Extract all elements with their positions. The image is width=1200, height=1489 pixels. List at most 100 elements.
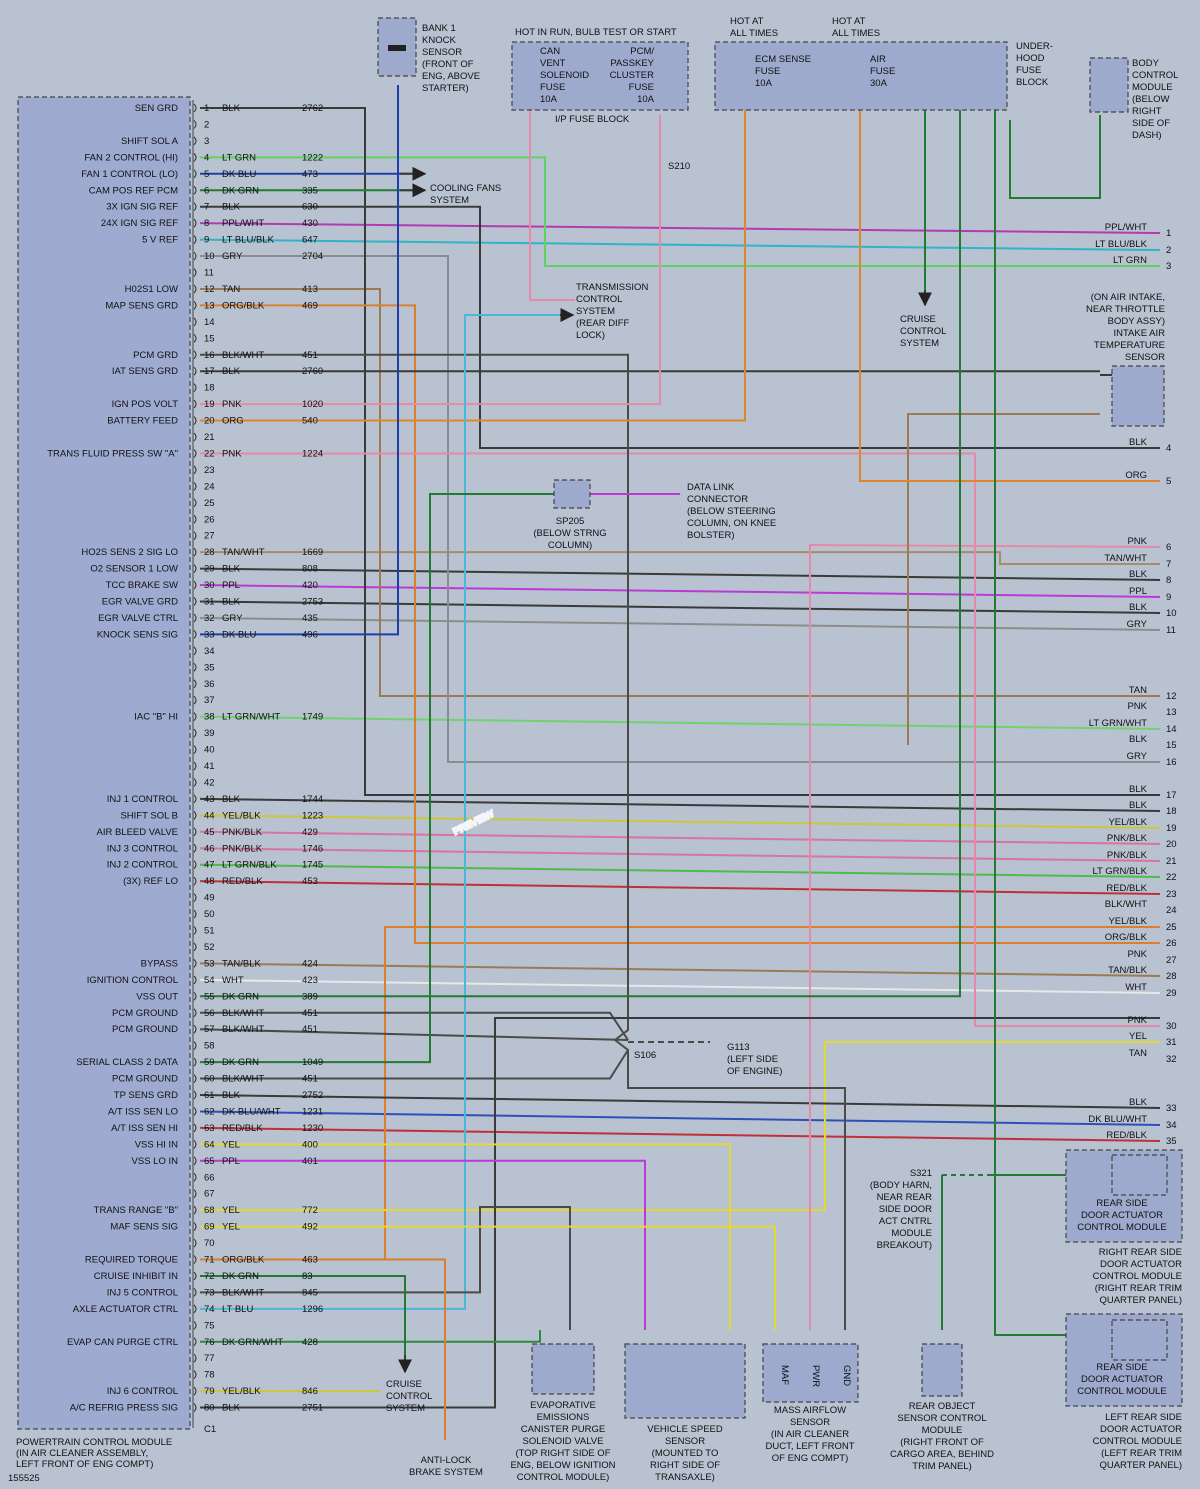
- pcm-pin-label: 24X IGN SIG REF: [101, 218, 178, 229]
- circuit-number: 430: [302, 218, 318, 229]
- evap-label: SOLENOID VALVE: [523, 1436, 604, 1447]
- circuit-number: 1049: [302, 1057, 323, 1068]
- wire-pin-38: [199, 715, 1161, 730]
- pin-bracket: [193, 1205, 197, 1215]
- pcm-pin-number: 48: [204, 876, 215, 887]
- bcm-label: RIGHT: [1132, 106, 1162, 117]
- pcm-block: [17, 96, 191, 1430]
- wire-color-label: ORG/BLK: [222, 1255, 265, 1266]
- rosm-label: TRIM PANEL): [912, 1461, 971, 1472]
- pcm-pin-number: 2: [204, 119, 209, 130]
- pin-bracket: [193, 136, 197, 146]
- wire-pin-61: [199, 1094, 1161, 1109]
- iat-label: SENSOR: [1125, 352, 1165, 363]
- circuit-number: 463: [302, 1255, 318, 1266]
- pcm-pin-label: EGR VALVE CTRL: [98, 613, 178, 624]
- pcm-pin-number: 28: [204, 547, 215, 558]
- vss-label: (MOUNTED TO: [652, 1448, 719, 1459]
- pcm-pin-label: IGN POS VOLT: [112, 399, 179, 410]
- pcm-pin-label: PCM GROUND: [112, 1074, 178, 1085]
- pcm-fuse: 10A: [637, 94, 655, 105]
- wire-color-label: BLK: [222, 366, 241, 377]
- circuit-number: 846: [302, 1386, 318, 1397]
- pin-bracket: [193, 120, 197, 129]
- document-id: 155525: [8, 1473, 40, 1484]
- wire-color-label: LT GRN/WHT: [222, 712, 280, 723]
- pcm-pin-number: 11: [204, 268, 214, 279]
- circuit-number: 401: [302, 1156, 318, 1167]
- rr-door-label: RIGHT REAR SIDE: [1099, 1247, 1182, 1258]
- wire-pin-43: [199, 797, 1161, 812]
- right-edge-number: 31: [1166, 1037, 1177, 1048]
- circuit-number: 451: [302, 350, 318, 361]
- s321-label: SIDE DOOR: [879, 1204, 932, 1215]
- bcm-label: SIDE OF: [1132, 118, 1170, 129]
- pin-bracket: [193, 843, 197, 853]
- wire-color-label: GRY: [222, 251, 243, 262]
- pcm-pin-number: 29: [204, 564, 215, 575]
- pcm-pin-label: AXLE ACTUATOR CTRL: [73, 1304, 178, 1315]
- pcm-pin-label: VSS LO IN: [132, 1156, 179, 1167]
- right-wire-color: BLK: [1129, 784, 1148, 795]
- right-edge-number: 7: [1166, 559, 1171, 570]
- pcm-pin-label: TCC BRAKE SW: [106, 580, 178, 591]
- right-edge-number: 8: [1166, 575, 1171, 586]
- wire-color-label: PPL: [222, 1156, 240, 1167]
- pcm-pin-number: 47: [204, 860, 215, 871]
- maf-pin-label: MAF: [779, 1365, 790, 1385]
- wire-color-label: LT GRN/BLK: [222, 860, 277, 871]
- rr-door-label: (RIGHT REAR TRIM: [1095, 1283, 1182, 1294]
- pcm-pin-number: 8: [204, 218, 209, 229]
- pcm-pin-number: 68: [204, 1205, 215, 1216]
- pin-bracket: [193, 1222, 197, 1231]
- pcm-pin-number: 35: [204, 662, 215, 673]
- circuit-number: 451: [302, 1008, 318, 1019]
- pin-bracket: [193, 1403, 197, 1412]
- maf-pin-label: GND: [841, 1365, 852, 1386]
- dlc-label: COLUMN, ON KNEE: [687, 518, 776, 529]
- wire-pin-1: [200, 107, 1160, 796]
- circuit-number: 1745: [302, 860, 323, 871]
- maf-label: OF ENG COMPT): [772, 1453, 849, 1464]
- wire-color-label: YEL: [222, 1139, 240, 1150]
- evap-label: ENG, BELOW IGNITION: [510, 1460, 615, 1471]
- pin-bracket: [193, 893, 197, 902]
- maf-label: DUCT, LEFT FRONT: [765, 1441, 854, 1452]
- wire-pin-48: [199, 880, 1161, 895]
- evap-label: CANISTER PURGE: [521, 1424, 605, 1435]
- pin-bracket: [193, 301, 197, 310]
- vss-label: SENSOR: [665, 1436, 705, 1447]
- wire-pin-62: [199, 1110, 1161, 1126]
- pin-bracket: [193, 794, 197, 804]
- right-wire-color: BLK: [1129, 602, 1148, 613]
- circuit-number: 1744: [302, 794, 323, 805]
- can-vent-fuse: CAN: [540, 46, 560, 57]
- right-wire-color: TAN/BLK: [1108, 965, 1148, 976]
- dlc-label: DATA LINK: [687, 482, 735, 493]
- pcm-pin-label: A/T ISS SEN LO: [108, 1106, 178, 1117]
- tcs-label: SYSTEM: [576, 306, 615, 317]
- pin-bracket: [193, 564, 197, 573]
- wire-color-label: BLK: [222, 794, 241, 805]
- pcm-pin-number: 41: [204, 761, 215, 772]
- circuit-number: 451: [302, 1024, 318, 1035]
- wire-color-label: ORG/BLK: [222, 300, 265, 311]
- pcm-pin-label: FAN 2 CONTROL (HI): [84, 152, 178, 163]
- tcs-label: TRANSMISSION: [576, 282, 648, 293]
- evap-label: EMISSIONS: [537, 1412, 590, 1423]
- pin-bracket: [193, 613, 197, 623]
- pcm-pin-label: FAN 1 CONTROL (LO): [81, 169, 178, 180]
- pcm-pin-number: 39: [204, 728, 215, 739]
- pcm-pin-label: CRUISE INHIBIT IN: [94, 1271, 178, 1282]
- tcs-label: LOCK): [576, 330, 605, 341]
- pcm-pin-label: VSS OUT: [136, 991, 178, 1002]
- wire-color-label: BLK/WHT: [222, 1074, 264, 1085]
- underhood-label: HOOD: [1016, 53, 1045, 64]
- pcm-pin-number: 64: [204, 1139, 215, 1150]
- ip-fuse-header: HOT IN RUN, BULB TEST OR START: [515, 27, 677, 38]
- circuit-number: 83: [302, 1271, 313, 1282]
- pin-bracket: [193, 1107, 197, 1116]
- pcm-pin-label: 3X IGN SIG REF: [106, 202, 178, 213]
- knock-sensor-label: STARTER): [422, 83, 469, 94]
- circuit-number: 2762: [302, 103, 323, 114]
